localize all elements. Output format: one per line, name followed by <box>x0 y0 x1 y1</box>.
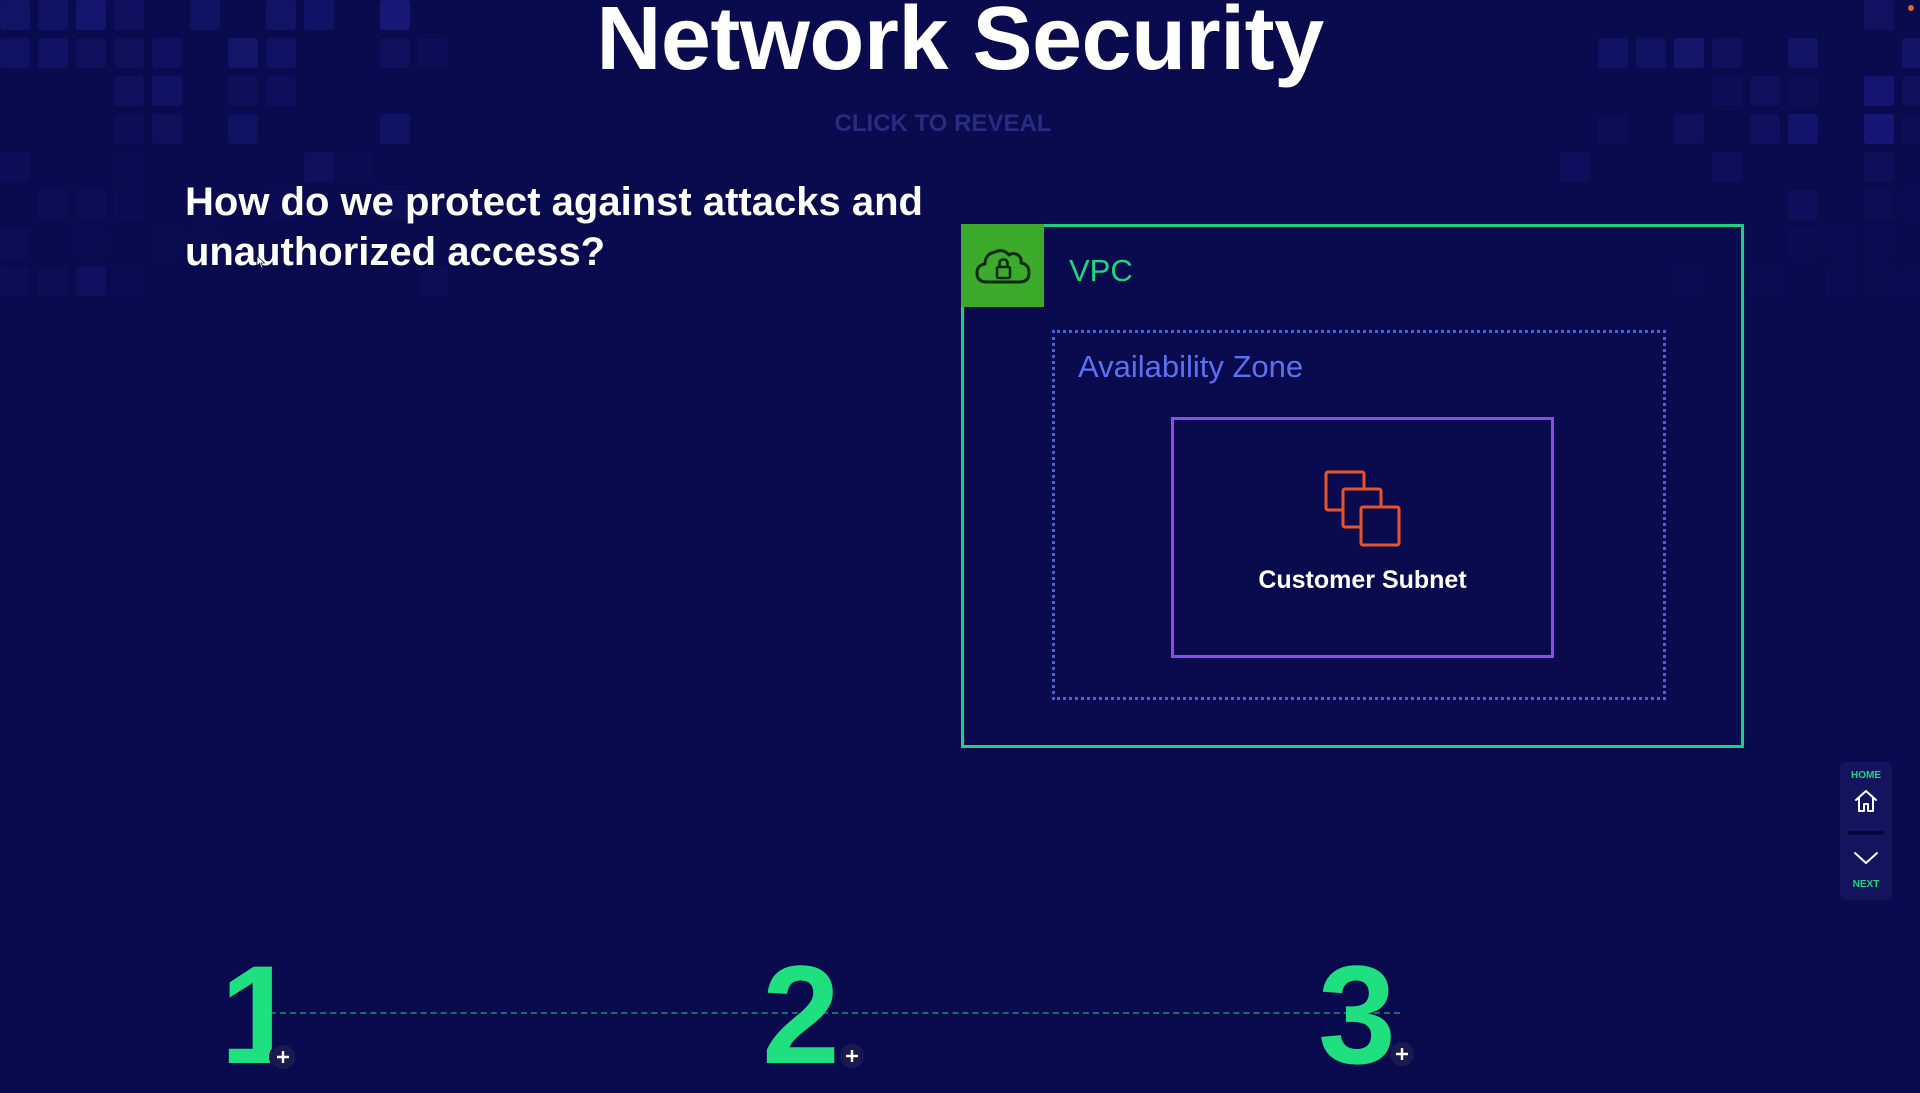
mouse-cursor-icon <box>256 255 266 269</box>
background-tile <box>1864 152 1894 182</box>
background-tile <box>1902 266 1920 296</box>
step-1-expand-button[interactable] <box>269 1043 297 1071</box>
plus-icon <box>1396 1048 1408 1060</box>
background-tile <box>114 152 144 182</box>
step-2-number: 2 <box>762 936 840 1093</box>
background-tile <box>1902 190 1920 220</box>
background-tile <box>76 266 106 296</box>
background-tile <box>1826 266 1856 296</box>
background-tile <box>38 190 68 220</box>
home-icon[interactable] <box>1853 788 1879 814</box>
background-tile <box>38 266 68 296</box>
background-tile <box>1826 228 1856 258</box>
step-2-expand-button[interactable] <box>838 1042 866 1070</box>
nav-divider <box>1848 831 1884 835</box>
home-label[interactable]: HOME <box>1851 770 1881 781</box>
background-tile <box>1864 266 1894 296</box>
status-dot <box>1908 5 1914 11</box>
background-tile <box>1864 228 1894 258</box>
vpc-label: VPC <box>1069 253 1133 288</box>
background-tile <box>152 228 182 258</box>
background-tile <box>1788 190 1818 220</box>
availability-zone: Availability Zone Customer Subnet <box>1052 330 1666 700</box>
vpc-container: VPC Availability Zone Customer Subnet <box>961 224 1744 748</box>
availability-zone-label: Availability Zone <box>1078 349 1304 384</box>
step-3-number: 3 <box>1318 936 1396 1093</box>
background-tile <box>0 228 30 258</box>
background-tile <box>1864 190 1894 220</box>
plus-icon <box>846 1050 858 1062</box>
step-3-expand-button[interactable] <box>1388 1040 1416 1068</box>
background-tile <box>1712 152 1742 182</box>
background-tile <box>1902 114 1920 144</box>
overlapping-squares-icon <box>1324 470 1401 547</box>
chevron-down-icon[interactable] <box>1853 848 1879 868</box>
cloud-lock-icon <box>975 248 1030 283</box>
background-tile <box>114 266 144 296</box>
background-tile <box>0 266 30 296</box>
background-tile <box>1560 152 1590 182</box>
background-tile <box>76 190 106 220</box>
background-tile <box>114 190 144 220</box>
customer-subnet-label: Customer Subnet <box>1258 566 1467 594</box>
customer-subnet: Customer Subnet <box>1171 417 1554 658</box>
vpc-badge <box>961 224 1044 307</box>
timeline-line <box>270 1012 1400 1014</box>
question-text: How do we protect against attacks and un… <box>185 180 923 274</box>
background-tile <box>0 152 30 182</box>
background-tile <box>1750 266 1780 296</box>
page-title: Network Security <box>596 0 1324 89</box>
background-tile <box>76 228 106 258</box>
background-tile <box>1788 228 1818 258</box>
navigation-panel: HOME NEXT <box>1840 762 1892 900</box>
next-label[interactable]: NEXT <box>1852 879 1880 890</box>
plus-icon <box>277 1051 289 1063</box>
click-to-reveal-button[interactable]: CLICK TO REVEAL <box>834 110 1052 137</box>
